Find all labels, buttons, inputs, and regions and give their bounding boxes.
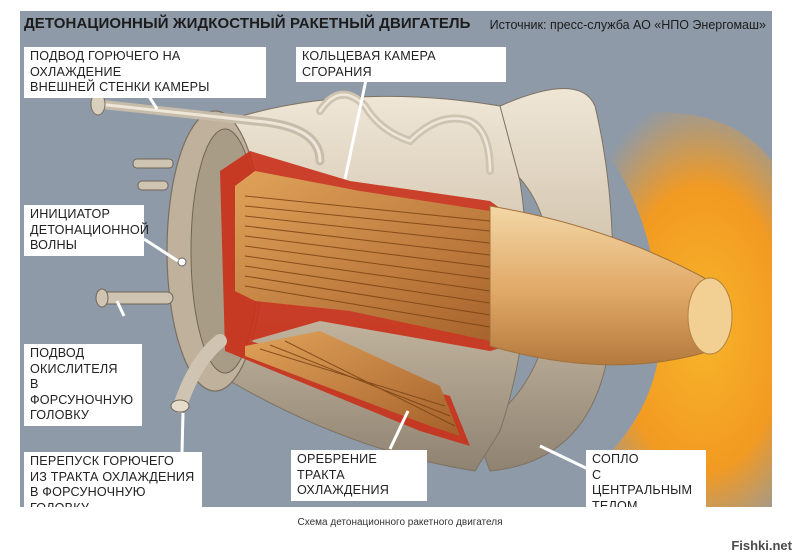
cooling-ribs-upper <box>235 171 515 341</box>
label-annular-chamber: КОЛЬЦЕВАЯ КАМЕРА СГОРАНИЯ <box>296 47 506 82</box>
source-credit: Источник: пресс-служба АО «НПО Энергомаш… <box>489 18 766 32</box>
cooling-ribs-lower <box>245 331 460 436</box>
figure-caption: Схема детонационного ракетного двигателя <box>297 517 503 528</box>
engine-diagram: ДЕТОНАЦИОННЫЙ ЖИДКОСТНЫЙ РАКЕТНЫЙ ДВИГАТ… <box>20 11 772 507</box>
exhaust-flame <box>540 112 772 507</box>
label-fuel-cooling: ПОДВОД ГОРЮЧЕГО НА ОХЛАЖДЕНИЕ ВНЕШНЕЙ СТ… <box>24 47 266 98</box>
engine-illustration <box>90 60 772 507</box>
label-ribbing: ОРЕБРЕНИЕ ТРАКТА ОХЛАЖДЕНИЯ <box>291 450 427 501</box>
watermark-logo: Fishki.net <box>731 538 792 553</box>
initiator-port <box>177 257 187 267</box>
diagram-title: ДЕТОНАЦИОННЫЙ ЖИДКОСТНЫЙ РАКЕТНЫЙ ДВИГАТ… <box>24 15 471 32</box>
bypass-pipe <box>173 334 227 413</box>
label-oxidizer: ПОДВОД ОКИСЛИТЕЛЯ В ФОРСУНОЧНУЮ ГОЛОВКУ <box>24 344 142 426</box>
label-nozzle: СОПЛО С ЦЕНТРАЛЬНЫМ ТЕЛОМ <box>586 450 706 507</box>
label-initiator: ИНИЦИАТОР ДЕТОНАЦИОННОЙ ВОЛНЫ <box>24 205 149 256</box>
label-fuel-bypass: ПЕРЕПУСК ГОРЮЧЕГО ИЗ ТРАКТА ОХЛАЖДЕНИЯ В… <box>24 452 202 507</box>
